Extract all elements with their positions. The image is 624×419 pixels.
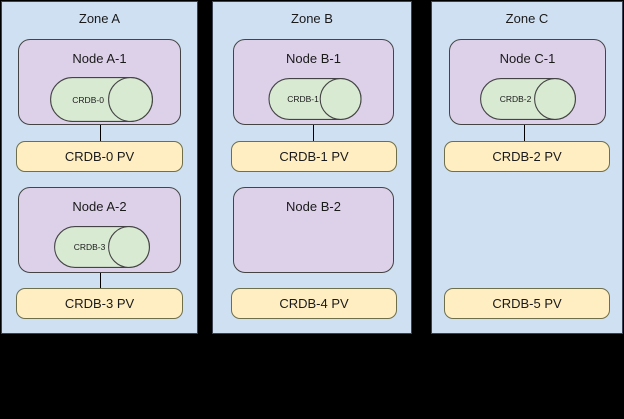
pv-crdb-5: CRDB-5 PV	[444, 288, 610, 319]
node-b-2-title: Node B-2	[286, 199, 341, 214]
database-label-crdb-1: CRDB-1	[287, 94, 319, 104]
pv-crdb-3: CRDB-3 PV	[16, 288, 183, 319]
pv-crdb-0-label: CRDB-0 PV	[64, 149, 135, 164]
zone-c: Zone C Node C-1 CRDB-2 CRDB-2 PV CRDB-5 …	[431, 1, 623, 334]
zone-b: Zone B Node B-1 CRDB-1 CRDB-1 PV Node B-…	[212, 1, 412, 334]
node-a-1: Node A-1 CRDB-0	[18, 39, 181, 125]
database-cylinder-crdb-2: CRDB-2	[480, 78, 576, 120]
node-c-1: Node C-1 CRDB-2	[449, 39, 606, 125]
connector-node-b-1-to-crdb-1-pv	[313, 125, 314, 142]
node-a-1-title: Node A-1	[72, 51, 127, 66]
zone-c-title: Zone C	[505, 11, 549, 26]
database-cylinder-crdb-1: CRDB-1	[268, 78, 362, 120]
pv-crdb-4-label: CRDB-4 PV	[279, 296, 349, 311]
database-cylinder-crdb-0: CRDB-0	[50, 77, 153, 122]
zone-a-title: Zone A	[78, 11, 121, 26]
node-a-2: Node A-2 CRDB-3	[18, 187, 181, 273]
node-b-2: Node B-2	[233, 187, 394, 273]
connector-node-a-2-to-crdb-3-pv	[100, 273, 101, 289]
node-c-1-title: Node C-1	[499, 51, 556, 66]
node-b-1: Node B-1 CRDB-1	[233, 39, 394, 125]
database-label-crdb-3: CRDB-3	[73, 242, 106, 252]
pv-crdb-0: CRDB-0 PV	[16, 141, 183, 172]
pv-crdb-5-label: CRDB-5 PV	[492, 296, 562, 311]
pv-crdb-4: CRDB-4 PV	[231, 288, 397, 319]
database-cylinder-crdb-3: CRDB-3	[54, 226, 150, 268]
pv-crdb-2-label: CRDB-2 PV	[492, 149, 562, 164]
pv-crdb-3-label: CRDB-3 PV	[64, 296, 135, 311]
zone-a: Zone A Node A-1 CRDB-0 CRDB-0 PV Node A-…	[1, 1, 198, 334]
connector-node-a-1-to-crdb-0-pv	[100, 125, 101, 142]
pv-crdb-1: CRDB-1 PV	[231, 141, 397, 172]
node-a-2-title: Node A-2	[72, 199, 127, 214]
connector-node-c-1-to-crdb-2-pv	[524, 125, 525, 142]
pv-crdb-1-label: CRDB-1 PV	[279, 149, 349, 164]
database-label-crdb-0: CRDB-0	[72, 94, 104, 105]
pv-crdb-2: CRDB-2 PV	[444, 141, 610, 172]
zone-b-title: Zone B	[291, 11, 333, 26]
database-label-crdb-2: CRDB-2	[499, 94, 532, 104]
node-b-1-title: Node B-1	[286, 51, 341, 66]
